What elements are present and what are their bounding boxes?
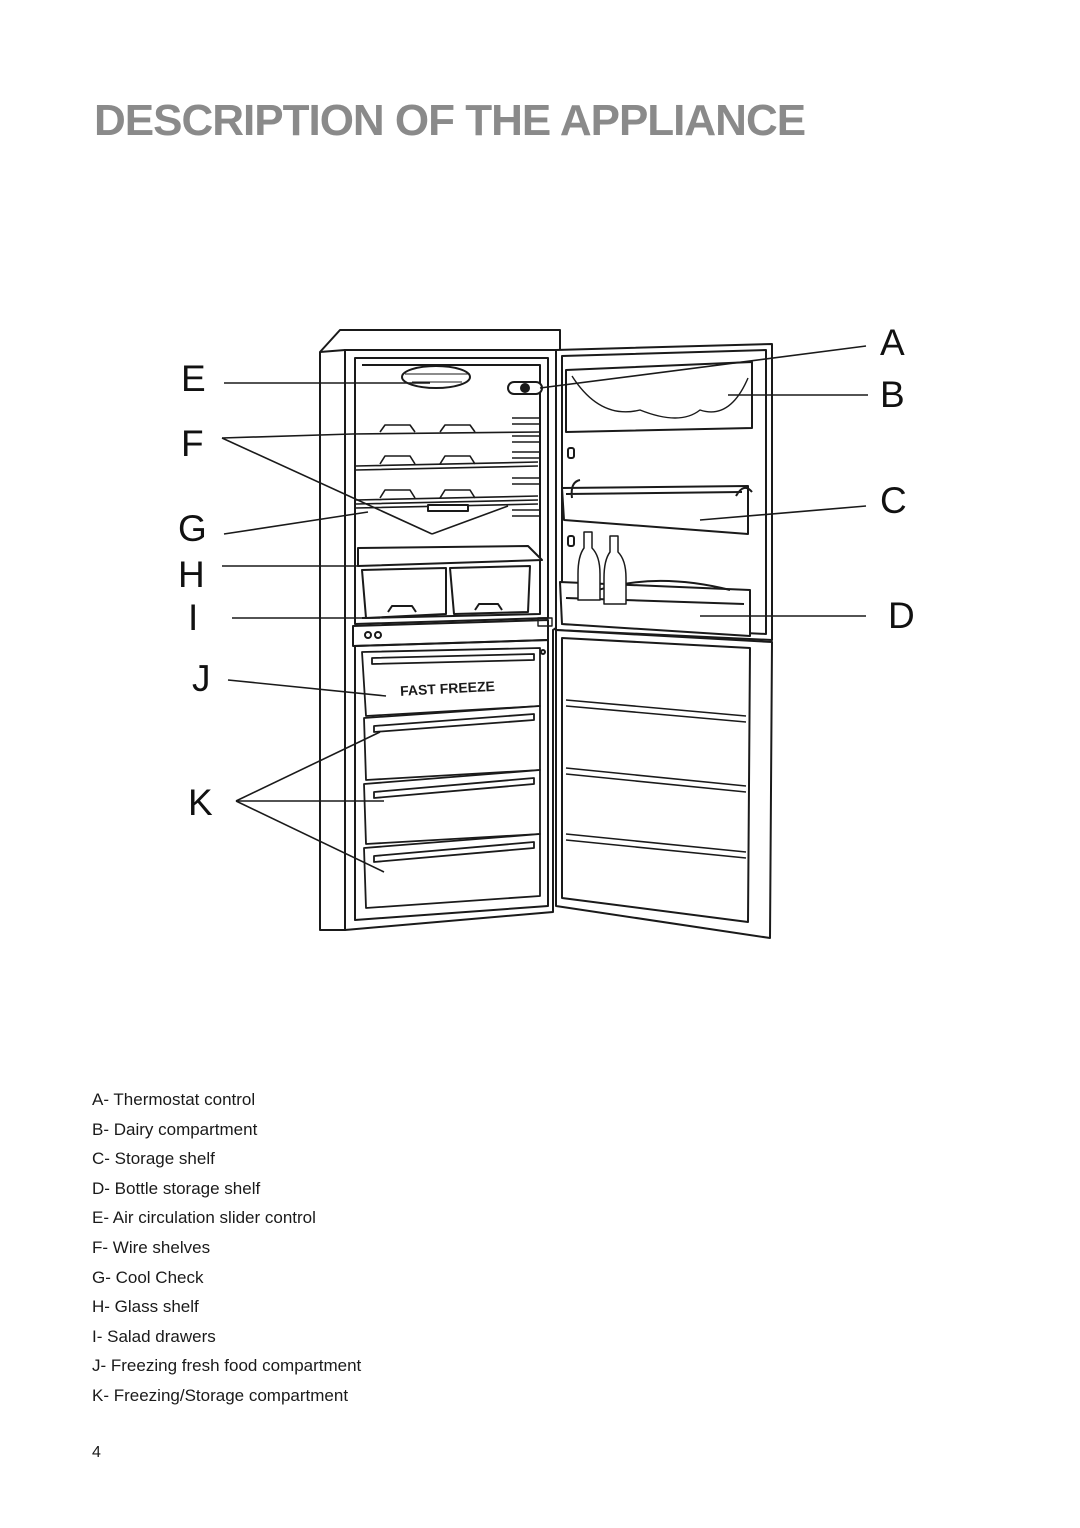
parts-legend: A- Thermostat control B- Dairy compartme…	[92, 1089, 361, 1415]
fast-freeze-label: FAST FREEZE	[400, 678, 496, 699]
callout-j: J	[192, 658, 211, 699]
glass-shelf	[357, 545, 543, 567]
dairy-compartment	[565, 361, 753, 433]
bottles	[577, 531, 627, 605]
callout-b: B	[880, 374, 905, 415]
callout-f: F	[181, 423, 204, 464]
legend-item: C- Storage shelf	[92, 1149, 215, 1169]
salad-drawer-left	[361, 567, 447, 619]
door-storage-shelf	[561, 485, 749, 535]
legend-item: J- Freezing fresh food compartment	[92, 1356, 362, 1376]
salad-drawer-right	[449, 565, 531, 615]
cool-check	[427, 504, 469, 512]
callout-h: H	[178, 554, 205, 595]
legend-item: H- Glass shelf	[92, 1297, 199, 1317]
callout-a: A	[880, 322, 905, 363]
legend-item: I- Salad drawers	[92, 1326, 216, 1346]
callout-g: G	[178, 508, 207, 549]
page-number: 4	[92, 1444, 101, 1461]
legend-item: F- Wire shelves	[92, 1237, 211, 1257]
thermostat-panel	[401, 365, 471, 389]
wire-shelves	[351, 424, 541, 509]
freezer-drawers	[361, 647, 541, 909]
legend-item: D- Bottle storage shelf	[92, 1178, 261, 1198]
freezer-interior	[354, 639, 549, 921]
legend-item: A- Thermostat control	[92, 1090, 256, 1109]
legend-item: E- Air circulation slider control	[92, 1208, 316, 1228]
page-title: DESCRIPTION OF THE APPLIANCE	[94, 96, 806, 145]
callout-c: C	[880, 480, 907, 521]
leader-lines	[221, 345, 868, 873]
callout-i: I	[188, 597, 199, 638]
legend-item: K- Freezing/Storage compartment	[92, 1385, 349, 1405]
legend-item: B- Dairy compartment	[92, 1119, 258, 1139]
callout-k: K	[188, 782, 213, 823]
callout-e: E	[181, 358, 206, 399]
callout-d: D	[888, 595, 915, 636]
legend-item: G- Cool Check	[92, 1267, 204, 1287]
